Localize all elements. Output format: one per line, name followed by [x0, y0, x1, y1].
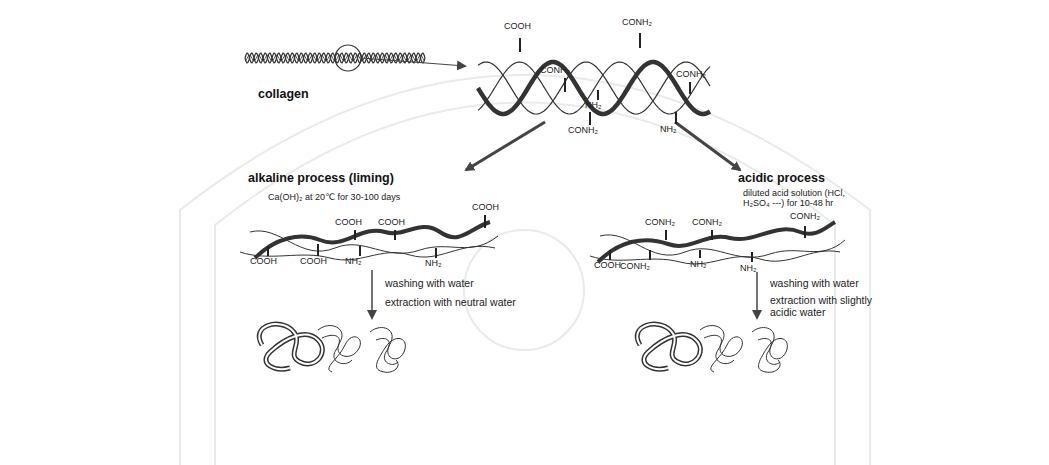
gelatin-coils: [259, 324, 405, 372]
process-title: alkaline process (liming): [248, 172, 394, 186]
zoom-circle: [335, 45, 361, 71]
side-group-ticks: [268, 33, 805, 262]
helix-strand: [250, 231, 498, 253]
chemical-group: NH₂: [660, 125, 677, 135]
helix-strand: [478, 62, 710, 114]
chemical-group: CONH₂: [790, 212, 820, 222]
step-note: extraction with slightly acidic water: [770, 295, 878, 318]
helix-strand: [240, 246, 495, 260]
chemical-group: NH₂: [585, 101, 602, 111]
chemical-group: CONH₂: [645, 218, 675, 228]
helix-strand: [478, 62, 710, 114]
chemical-group: CONH₂: [676, 70, 706, 80]
chemical-group: COOH: [300, 257, 327, 267]
helix-strand: [478, 62, 710, 114]
chemical-group: NH₂: [345, 257, 362, 267]
step-note: diluted acid solution (HCl, H₂SO₄ ---) f…: [743, 189, 868, 209]
chemical-group: NH₂: [740, 264, 757, 274]
watermark: [180, 75, 870, 465]
gelatin-coils: [637, 324, 787, 372]
chemical-group: COOH: [504, 22, 531, 32]
helix-strand: [598, 222, 835, 262]
chemical-group: CONH₂: [568, 126, 598, 136]
process-title: acidic process: [738, 172, 825, 186]
down-arrow: [756, 272, 758, 318]
zoom-arrow: [361, 58, 465, 66]
chemical-group: CONH₂: [692, 218, 722, 228]
helix-strand: [255, 222, 490, 258]
chemical-group: NH₂: [425, 259, 442, 269]
chemical-group: NH₂: [690, 260, 707, 270]
step-note: Ca(OH)₂ at 20℃ for 30-100 days: [268, 193, 400, 203]
helix-strand: [600, 235, 845, 257]
chemical-group: CONH₂: [540, 66, 570, 76]
chemical-group: COOH: [250, 257, 277, 267]
branch-arrow: [675, 122, 740, 170]
chemical-group: COOH: [335, 218, 362, 228]
chemical-group: CONH₂: [622, 18, 652, 28]
chemical-group: COOH: [472, 203, 499, 213]
helix-strands: [240, 53, 845, 264]
process-title: collagen: [258, 88, 309, 102]
step-note: washing with water: [385, 278, 474, 290]
chemical-group: CONH₂: [620, 262, 650, 272]
chemical-group: COOH: [594, 261, 621, 271]
branch-arrow: [466, 122, 545, 170]
step-note: extraction with neutral water: [385, 297, 516, 309]
chemical-group: COOH: [378, 218, 405, 228]
step-note: washing with water: [770, 278, 859, 290]
down-arrow: [371, 270, 373, 318]
